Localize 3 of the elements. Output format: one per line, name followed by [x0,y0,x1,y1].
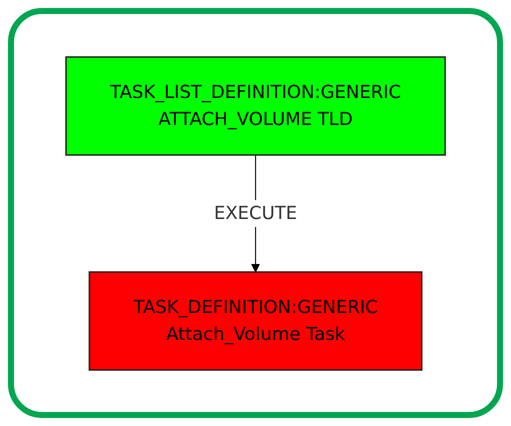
node-box: TASK_LIST_DEFINITION:GENERIC ATTACH_VOLUME TLD [65,56,446,156]
edge-label: EXECUTE [214,202,298,224]
node-box: TASK_DEFINITION:GENERIC Attach_Volume Task [88,270,422,370]
